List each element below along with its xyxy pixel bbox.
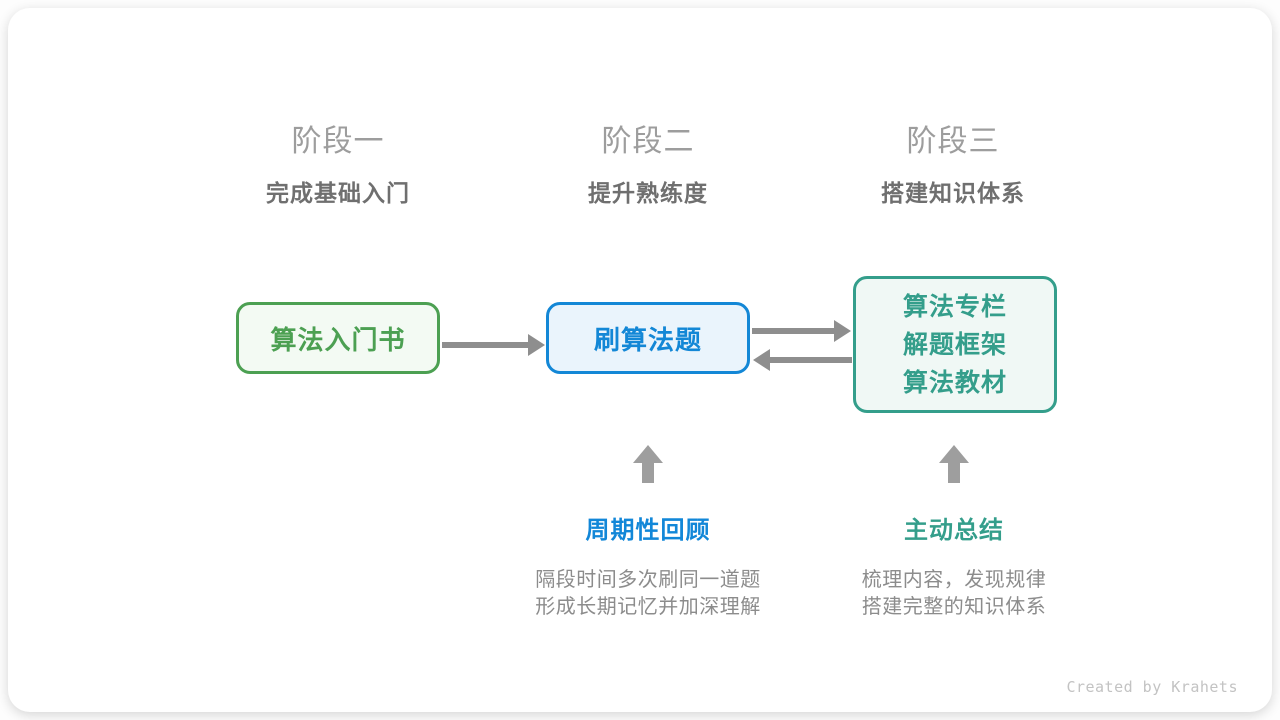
annotation-description: 梳理内容，发现规律 搭建完整的知识体系 — [794, 567, 1114, 621]
annotation-description: 隔段时间多次刷同一道题 形成长期记忆并加深理解 — [488, 567, 808, 621]
node-practice-problems: 刷算法题 — [546, 302, 750, 374]
annotation-periodic-review: 周期性回顾 隔段时间多次刷同一道题 形成长期记忆并加深理解 — [488, 516, 808, 621]
annotation-active-summary: 主动总结 梳理内容，发现规律 搭建完整的知识体系 — [794, 516, 1114, 621]
stage-2-subtitle: 提升熟练度 — [588, 180, 708, 206]
node-label: 刷算法题 — [593, 324, 702, 355]
diagram-card: 阶段一 完成基础入门 阶段二 提升熟练度 阶段三 搭建知识体系 算法入门书 刷算… — [8, 8, 1272, 712]
node-knowledge-resources: 算法专栏 解题框架 算法教材 — [853, 276, 1057, 413]
stage-3-subtitle: 搭建知识体系 — [881, 180, 1025, 206]
node-label: 解题框架 — [902, 330, 1007, 359]
node-label: 算法专栏 — [902, 292, 1007, 321]
up-arrow-stem — [642, 463, 654, 483]
stage-1-title: 阶段一 — [291, 125, 385, 158]
up-arrow-periodic-review — [633, 445, 663, 483]
arrow-node1-to-node2 — [442, 342, 529, 348]
annotation-label: 主动总结 — [904, 517, 1004, 544]
node-label: 算法教材 — [902, 368, 1007, 397]
arrow-node2-to-node3 — [752, 328, 835, 334]
node-algorithm-intro-book: 算法入门书 — [236, 302, 440, 374]
stage-3-header: 阶段三 搭建知识体系 — [793, 122, 1113, 208]
annotation-label: 周期性回顾 — [585, 517, 711, 544]
stage-1-subtitle: 完成基础入门 — [266, 180, 410, 206]
up-arrow-stem — [948, 463, 960, 483]
credit-text: Created by Krahets — [1066, 678, 1238, 696]
annotation-desc-line: 梳理内容，发现规律 — [861, 569, 1047, 591]
arrow-node3-to-node2 — [769, 357, 852, 363]
stage-1-header: 阶段一 完成基础入门 — [178, 122, 498, 208]
up-arrow-head — [633, 445, 663, 463]
stage-3-title: 阶段三 — [906, 125, 1000, 158]
up-arrow-active-summary — [939, 445, 969, 483]
annotation-desc-line: 形成长期记忆并加深理解 — [535, 596, 761, 618]
stage-2-header: 阶段二 提升熟练度 — [488, 122, 808, 208]
annotation-desc-line: 隔段时间多次刷同一道题 — [535, 569, 761, 591]
up-arrow-head — [939, 445, 969, 463]
stage-2-title: 阶段二 — [601, 125, 695, 158]
node-label: 算法入门书 — [270, 324, 406, 355]
annotation-desc-line: 搭建完整的知识体系 — [861, 596, 1047, 618]
